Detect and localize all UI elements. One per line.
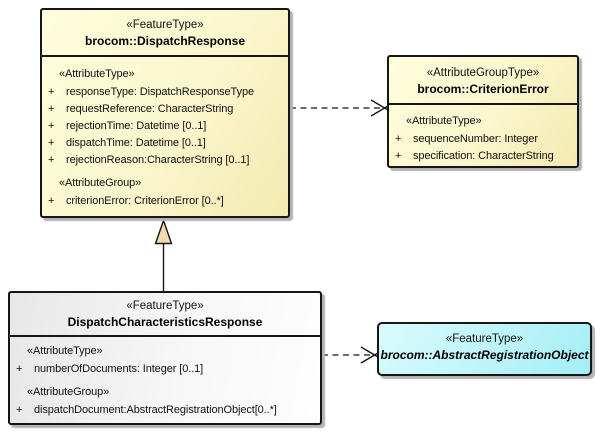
visibility-marker: +: [16, 403, 23, 416]
stereotype-label: «FeatureType»: [126, 19, 204, 31]
attribute-row: + sequenceNumber: Integer: [389, 130, 577, 147]
attribute-text: rejectionReason:CharacterString [0..1]: [66, 153, 250, 166]
visibility-marker: +: [395, 149, 402, 162]
attribute-row: + requestReference: CharacterString: [42, 100, 288, 117]
compartment-divider: [389, 103, 577, 105]
class-dispatch-characteristics-response[interactable]: «FeatureType» DispatchCharacteristicsRes…: [8, 291, 322, 425]
spacer: [42, 168, 288, 175]
visibility-marker: +: [48, 136, 55, 149]
class-name: brocom::AbstractRegistrationObject: [380, 348, 589, 362]
class-name: brocom::DispatchResponse: [84, 34, 246, 48]
attribute-row: + criterionError: CriterionError [0..*]: [42, 192, 288, 209]
attribute-row: + rejectionReason:CharacterString [0..1]: [42, 151, 288, 168]
attribute-type-heading: «AttributeType»: [59, 68, 135, 80]
attribute-text: responseType: DispatchResponseType: [66, 85, 254, 98]
attribute-text: numberOfDocuments: Integer [0..1]: [34, 362, 204, 375]
visibility-marker: +: [48, 119, 55, 132]
stereotype-label: «FeatureType»: [445, 333, 524, 345]
stereotype-label: «FeatureType»: [126, 300, 204, 312]
attribute-group-heading: «AttributeGroup»: [59, 177, 142, 189]
attribute-row: + dispatchDocument:AbstractRegistrationO…: [10, 401, 320, 418]
class-name: brocom::CriterionError: [417, 82, 549, 96]
visibility-marker: +: [48, 85, 55, 98]
attribute-text: rejectionTime: Datetime [0..1]: [66, 119, 207, 132]
stereotype-label: «AttributeGroupType»: [426, 67, 540, 79]
attribute-row: + dispatchTime: Datetime [0..1]: [42, 134, 288, 151]
attribute-row: + rejectionTime: Datetime [0..1]: [42, 117, 288, 134]
attribute-row: + responseType: DispatchResponseType: [42, 83, 288, 100]
visibility-marker: +: [395, 132, 402, 145]
visibility-marker: +: [48, 153, 55, 166]
attribute-text: dispatchTime: Datetime [0..1]: [66, 136, 206, 149]
attribute-text: criterionError: CriterionError [0..*]: [66, 194, 224, 207]
class-criterion-error[interactable]: «AttributeGroupType» brocom::CriterionEr…: [387, 55, 579, 168]
compartment-divider: [42, 55, 288, 57]
visibility-marker: +: [16, 362, 23, 375]
attribute-row: + specification: CharacterString: [389, 147, 577, 164]
generalization-arrow[interactable]: [154, 218, 173, 292]
attribute-row: + numberOfDocuments: Integer [0..1]: [10, 360, 320, 377]
attribute-text: specification: CharacterString: [413, 149, 554, 162]
attribute-text: dispatchDocument:AbstractRegistrationObj…: [34, 403, 277, 416]
attribute-group-heading: «AttributeGroup»: [27, 386, 110, 398]
attribute-type-heading: «AttributeType»: [27, 345, 103, 357]
visibility-marker: +: [48, 194, 55, 207]
attribute-text: sequenceNumber: Integer: [413, 132, 538, 145]
dependency-arrow-criterion-error[interactable]: [290, 99, 389, 117]
spacer: [10, 377, 320, 384]
attribute-text: requestReference: CharacterString: [66, 102, 234, 115]
class-dispatch-response[interactable]: «FeatureType» brocom::DispatchResponse «…: [40, 8, 290, 218]
dependency-arrow-abstract-registration-object[interactable]: [322, 346, 379, 364]
compartment-divider: [10, 335, 320, 337]
class-name: DispatchCharacteristicsResponse: [67, 315, 263, 329]
class-abstract-registration-object[interactable]: «FeatureType» brocom::AbstractRegistrati…: [377, 322, 592, 376]
attribute-type-heading: «AttributeType»: [406, 115, 482, 127]
visibility-marker: +: [48, 102, 55, 115]
